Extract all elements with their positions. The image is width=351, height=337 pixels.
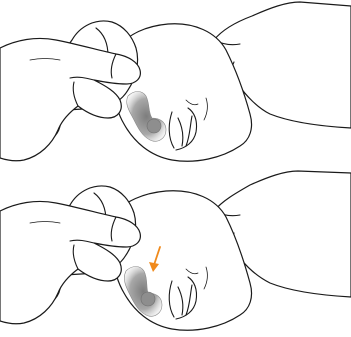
panel-top-drawing <box>0 0 351 168</box>
examiner-left-hand <box>0 201 140 323</box>
panel-bottom-drawing <box>0 169 351 337</box>
examiner-left-hand <box>0 38 140 160</box>
panel-top <box>0 0 351 168</box>
panel-bottom <box>0 169 351 337</box>
